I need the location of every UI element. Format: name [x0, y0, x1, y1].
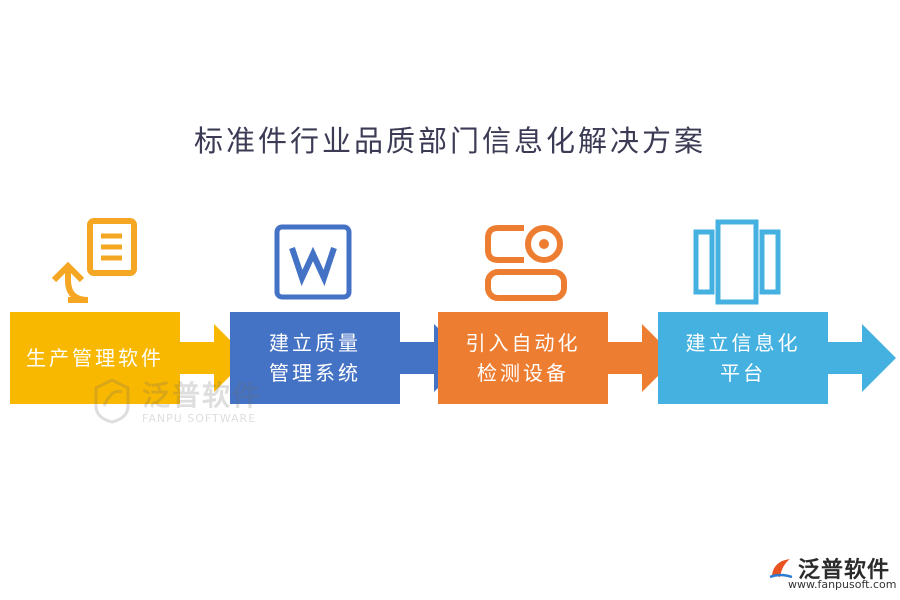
fanpu-logo-icon — [769, 559, 793, 579]
step-3-line1: 引入自动化 — [465, 331, 581, 355]
logo-text: 泛普软件 — [798, 558, 891, 583]
step-box-1: 生产管理软件 — [10, 312, 180, 404]
arrow-4 — [826, 324, 896, 392]
step-2-line2: 管理系统 — [269, 361, 361, 385]
fanpu-watermark-icon — [94, 377, 130, 424]
logo-url[interactable]: www.fanpusoft.com — [788, 578, 897, 591]
document-upload-icon — [51, 218, 137, 303]
word-document-icon — [274, 224, 352, 300]
step-1-text: 生产管理软件 — [26, 346, 164, 370]
watermark: 泛普软件 FANPU SOFTWARE — [88, 374, 262, 425]
step-3-line2: 检测设备 — [477, 361, 569, 385]
platform-panels-icon — [693, 219, 781, 305]
detection-device-icon — [485, 225, 567, 301]
step-2-line1: 建立质量 — [269, 331, 361, 355]
step-box-2: 建立质量 管理系统 — [230, 312, 400, 404]
step-4-line2: 平台 — [720, 361, 766, 385]
watermark-cn: 泛普软件 — [142, 379, 263, 412]
watermark-en: FANPU SOFTWARE — [142, 412, 257, 425]
page-title: 标准件行业品质部门信息化解决方案 — [193, 124, 706, 158]
step-box-4: 建立信息化 平台 — [658, 312, 828, 404]
step-4-line1: 建立信息化 — [685, 331, 801, 355]
brand-logo: 泛普软件 — [768, 552, 890, 584]
step-box-3: 引入自动化 检测设备 — [438, 312, 608, 404]
